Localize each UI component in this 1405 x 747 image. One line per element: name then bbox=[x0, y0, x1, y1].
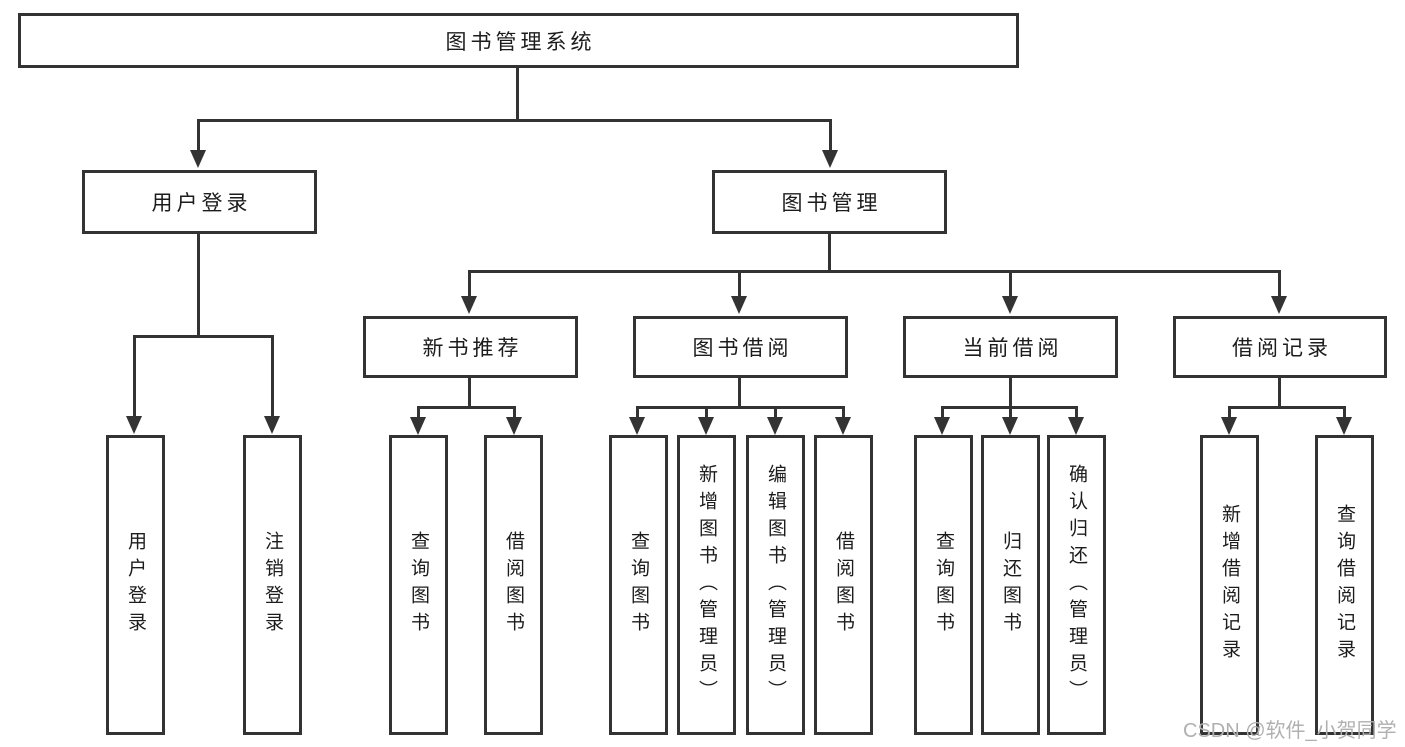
arrow-down-icon bbox=[506, 417, 522, 435]
leaf-label: 归还图书 bbox=[1000, 531, 1021, 639]
leaf-add-borrow-record: 新增借阅记录 bbox=[1200, 435, 1259, 735]
node-borrowing-records: 借阅记录 bbox=[1173, 316, 1387, 378]
leaf-logout: 注销登录 bbox=[243, 435, 302, 735]
node-user-login: 用户登录 bbox=[82, 170, 317, 234]
connector bbox=[1009, 378, 1012, 409]
connector bbox=[1075, 406, 1078, 418]
node-book-borrowing: 图书借阅 bbox=[633, 316, 848, 378]
arrow-down-icon bbox=[126, 416, 142, 434]
connector bbox=[829, 119, 832, 151]
connector bbox=[513, 406, 516, 418]
arrow-down-icon bbox=[1002, 417, 1018, 435]
connector bbox=[774, 406, 777, 418]
arrow-down-icon bbox=[264, 416, 280, 434]
arrow-down-icon bbox=[767, 417, 783, 435]
arrow-down-icon bbox=[934, 417, 950, 435]
leaf-label: 借阅图书 bbox=[503, 531, 524, 639]
connector bbox=[417, 406, 516, 409]
connector bbox=[197, 234, 200, 338]
connector bbox=[468, 378, 471, 409]
leaf-label: 查询图书 bbox=[408, 531, 429, 639]
arrow-down-icon bbox=[1221, 417, 1237, 435]
node-label: 图书管理 bbox=[781, 192, 882, 215]
leaf-label: 编辑图书（管理员） bbox=[765, 463, 786, 707]
connector bbox=[636, 406, 845, 409]
leaf-query-books-current: 查询图书 bbox=[914, 435, 973, 735]
leaf-label: 用户登录 bbox=[125, 531, 146, 639]
connector bbox=[941, 406, 944, 418]
connector bbox=[468, 270, 1281, 273]
connector bbox=[636, 406, 639, 418]
connector bbox=[516, 68, 519, 121]
connector bbox=[1278, 378, 1281, 409]
node-library-system: 图书管理系统 bbox=[18, 13, 1019, 68]
leaf-confirm-return-admin: 确认归还（管理员） bbox=[1047, 435, 1106, 735]
node-label: 当前借阅 bbox=[962, 337, 1063, 360]
leaf-label: 注销登录 bbox=[262, 531, 283, 639]
leaf-borrow-books-recommend: 借阅图书 bbox=[484, 435, 543, 735]
arrow-down-icon bbox=[629, 417, 645, 435]
connector bbox=[133, 335, 274, 338]
connector bbox=[1228, 406, 1231, 418]
leaf-label: 新增借阅记录 bbox=[1219, 504, 1240, 666]
node-label: 用户登录 bbox=[151, 192, 252, 215]
leaf-return-books: 归还图书 bbox=[981, 435, 1040, 735]
leaf-user-login: 用户登录 bbox=[106, 435, 165, 735]
arrow-down-icon bbox=[190, 150, 206, 168]
leaf-label: 查询图书 bbox=[933, 531, 954, 639]
connector bbox=[1009, 406, 1012, 418]
connector bbox=[1343, 406, 1346, 418]
arrow-down-icon bbox=[835, 417, 851, 435]
connector bbox=[705, 406, 708, 418]
arrow-down-icon bbox=[1336, 417, 1352, 435]
arrow-down-icon bbox=[461, 296, 477, 314]
arrow-down-icon bbox=[698, 417, 714, 435]
arrow-down-icon bbox=[1068, 417, 1084, 435]
leaf-borrow-books: 借阅图书 bbox=[814, 435, 873, 735]
connector bbox=[271, 335, 274, 417]
arrow-down-icon bbox=[410, 417, 426, 435]
csdn-watermark: CSDN @软件_小贺同学 bbox=[1183, 720, 1397, 742]
arrow-down-icon bbox=[731, 296, 747, 314]
node-label: 图书管理系统 bbox=[445, 30, 596, 54]
leaf-query-borrow-record: 查询借阅记录 bbox=[1315, 435, 1374, 735]
leaf-label: 借阅图书 bbox=[833, 531, 854, 639]
connector bbox=[417, 406, 420, 418]
connector bbox=[1228, 406, 1346, 409]
connector bbox=[842, 406, 845, 418]
leaf-edit-books-admin: 编辑图书（管理员） bbox=[746, 435, 805, 735]
node-label: 新书推荐 bbox=[422, 337, 523, 360]
node-book-management: 图书管理 bbox=[712, 170, 947, 234]
leaf-label: 确认归还（管理员） bbox=[1066, 463, 1087, 707]
connector bbox=[738, 378, 741, 409]
connector bbox=[133, 335, 136, 417]
arrow-down-icon bbox=[822, 150, 838, 168]
connector bbox=[197, 119, 200, 151]
connector bbox=[738, 270, 741, 298]
arrow-down-icon bbox=[1271, 296, 1287, 314]
leaf-label: 查询图书 bbox=[628, 531, 649, 639]
node-current-borrowing: 当前借阅 bbox=[903, 316, 1118, 378]
connector bbox=[1009, 270, 1012, 298]
leaf-add-books-admin: 新增图书（管理员） bbox=[677, 435, 736, 735]
node-label: 借阅记录 bbox=[1232, 337, 1332, 360]
connector bbox=[197, 119, 832, 122]
leaf-query-books-borrow: 查询图书 bbox=[609, 435, 668, 735]
arrow-down-icon bbox=[1002, 296, 1018, 314]
node-new-book-recommend: 新书推荐 bbox=[363, 316, 578, 378]
node-label: 图书借阅 bbox=[692, 337, 793, 360]
connector bbox=[828, 234, 831, 272]
leaf-label: 新增图书（管理员） bbox=[696, 463, 717, 707]
leaf-query-books-recommend: 查询图书 bbox=[389, 435, 448, 735]
connector bbox=[468, 270, 471, 298]
connector bbox=[1278, 270, 1281, 298]
leaf-label: 查询借阅记录 bbox=[1334, 504, 1355, 666]
